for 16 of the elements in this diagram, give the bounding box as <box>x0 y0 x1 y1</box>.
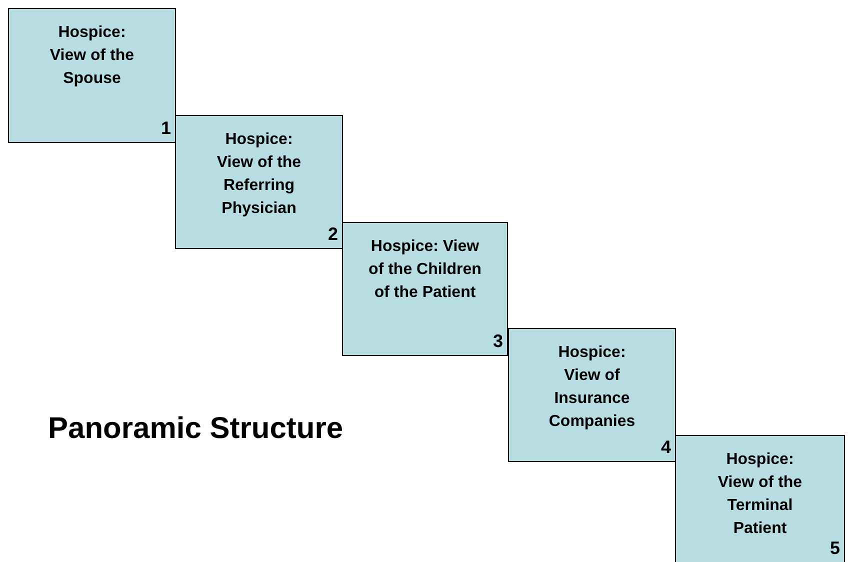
box-heading: Hospice: View of the Children of the Patient <box>368 237 482 303</box>
step-number: 2 <box>328 224 338 244</box>
step-number: 3 <box>492 331 503 351</box>
step-box <box>342 222 508 356</box>
box-heading: Hospice: View of the Referring Physician <box>216 130 302 219</box>
step-box <box>8 8 176 143</box>
step-box <box>675 435 845 562</box>
step-number: 1 <box>160 118 171 138</box>
diagram-title: Panoramic Structure <box>48 412 344 446</box>
box-heading: Hospice: View of the Terminal Patient <box>716 450 804 539</box>
box-heading: Hospice: View of Insurance Companies <box>548 343 636 432</box>
step-box <box>508 328 676 462</box>
step-box <box>175 115 343 249</box>
box-heading: Hospice: View of the Spouse <box>48 23 136 89</box>
step-number: 4 <box>660 437 671 457</box>
step-number: 5 <box>830 538 840 558</box>
